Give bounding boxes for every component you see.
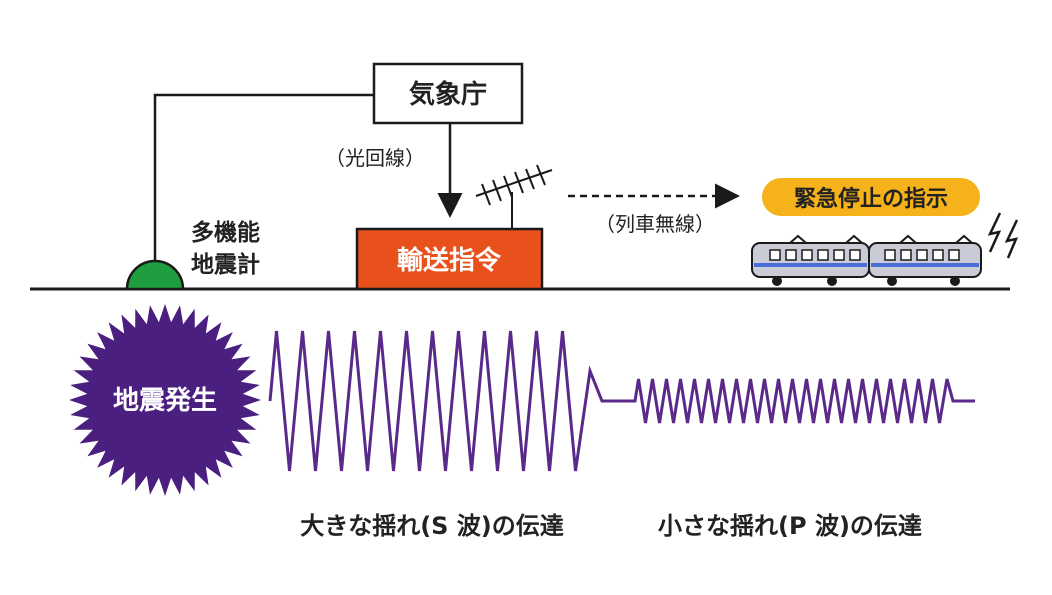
- seismometer-label-line1: 多機能: [191, 219, 260, 246]
- emergency-stop-label: 緊急停止の指示: [794, 186, 948, 212]
- seismometer-to-jma-line: [153, 93, 374, 262]
- seismometer-dome-icon: [125, 259, 185, 291]
- emergency-stop-badge: 緊急停止の指示: [762, 178, 980, 216]
- jma-label: 気象庁: [409, 79, 487, 110]
- dispatch-box: 輸送指令: [355, 227, 544, 291]
- lightning-icon: [987, 212, 1019, 259]
- dispatch-label: 輸送指令: [397, 245, 502, 276]
- antenna-icon: [475, 164, 553, 229]
- seismic-wave-line: [268, 330, 975, 472]
- train-radio-label: （列車無線）: [595, 212, 715, 236]
- s-wave-label: 大きな揺れ(S 波)の伝達: [300, 512, 564, 540]
- quake-label: 地震発生: [113, 386, 217, 416]
- fiber-line-label: （光回線）: [325, 146, 425, 170]
- quake-burst: 地震発生: [69, 304, 261, 496]
- train-icon: [751, 234, 982, 286]
- jma-box: 気象庁: [372, 62, 524, 125]
- p-wave-label: 小さな揺れ(P 波)の伝達: [658, 512, 922, 540]
- seismometer-label-line2: 地震計: [191, 251, 260, 278]
